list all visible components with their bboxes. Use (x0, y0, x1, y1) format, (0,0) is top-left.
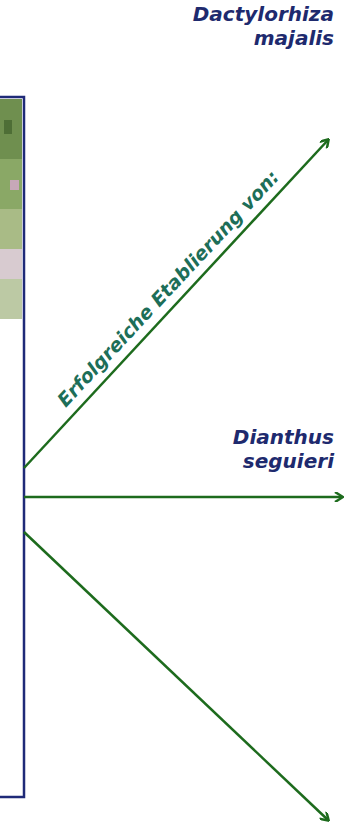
arrow-up (24, 140, 328, 468)
arrow-label: Erfolgreiche Etablierung von: (52, 165, 283, 411)
species-label: Dianthus seguieri (214, 425, 334, 473)
arrow-middle (24, 496, 342, 499)
species-label: Dactylorhiza majalis (184, 2, 334, 50)
arrow-down (24, 532, 328, 820)
photo-frame (0, 97, 24, 797)
photo-fragment (0, 99, 22, 319)
